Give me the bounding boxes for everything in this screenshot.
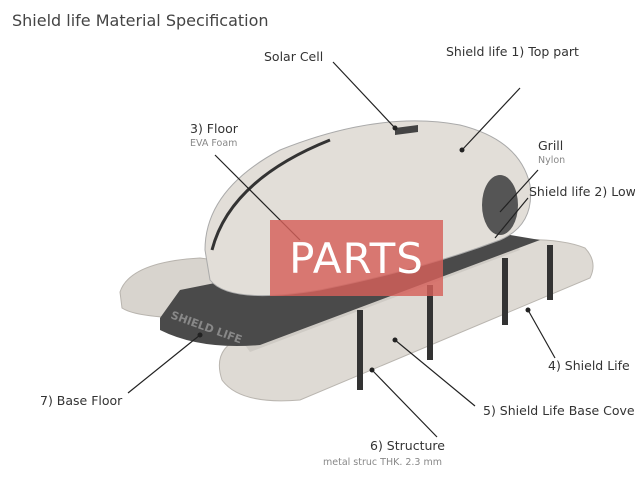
label-grill-material: Nylon (538, 155, 566, 166)
label-grill: Grill (538, 138, 564, 153)
right-pontoon (218, 239, 594, 402)
label-solar-cell: Solar Cell (264, 49, 324, 64)
label-base-cover: 5) Shield Life Base Cove (483, 403, 635, 418)
label-floor: 3) Floor (190, 121, 238, 136)
label-top-part: Shield life 1) Top part (446, 44, 579, 59)
parts-overlay: PARTS (270, 220, 443, 296)
solar-cell (395, 125, 418, 135)
label-floor-material: EVA Foam (190, 138, 238, 149)
grill (482, 175, 518, 235)
label-shield-life-4: 4) Shield Life (548, 358, 630, 373)
label-structure: 6) Structure (370, 438, 445, 453)
label-base-floor: 7) Base Floor (40, 393, 123, 408)
label-structure-material: metal struc THK. 2.3 mm (323, 457, 443, 468)
label-lower-part: Shield life 2) Low (529, 184, 635, 199)
page-title: Shield life Material Specification (12, 11, 269, 30)
